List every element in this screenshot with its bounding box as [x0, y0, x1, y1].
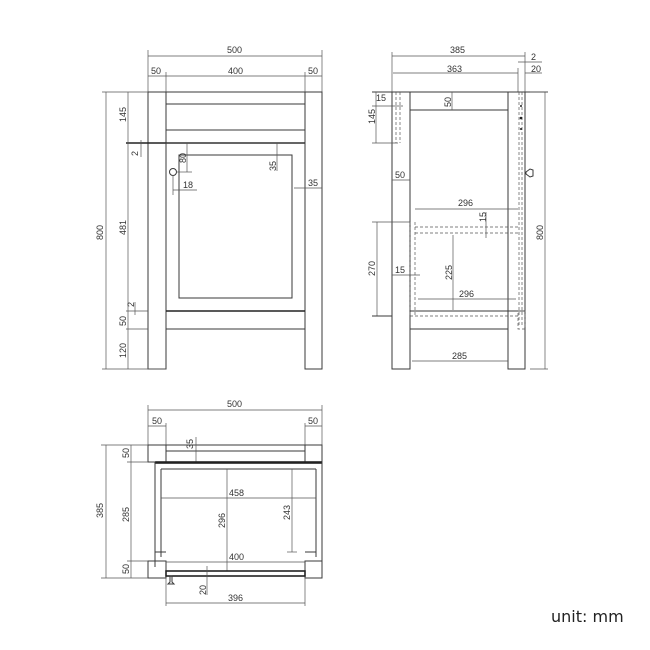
top-view: 500 50 50 35 243 458 296 400 [95, 399, 323, 606]
front-bottom-rail-dim: 50 [118, 316, 128, 326]
top-inner-width-dim: 458 [229, 488, 244, 498]
top-inner-depth-dim: 285 [121, 507, 131, 522]
top-door-width-dim: 396 [228, 593, 243, 603]
top-left-leg-dim: 50 [152, 416, 162, 426]
front-height-dim: 800 [95, 225, 105, 240]
side-leg-dim: 50 [395, 170, 405, 180]
front-door-height-dim: 481 [118, 220, 128, 235]
front-handle-v-dim: 80 [178, 153, 188, 163]
top-right-leg-dim: 50 [308, 416, 318, 426]
front-view: 500 50 400 50 80 18 35 35 [95, 45, 323, 370]
side-door-thickness-dim: 20 [531, 64, 541, 74]
front-frame-top-dim: 35 [268, 161, 278, 171]
top-front-inner-dim: 400 [229, 552, 244, 562]
side-height-dim: 800 [535, 225, 545, 240]
side-depth-dim: 385 [450, 45, 465, 55]
door-knob-icon [169, 168, 177, 176]
front-gap-bottom-dim: 2 [126, 302, 136, 307]
side-view: 385 2 363 20 15 145 50 50 296 [367, 45, 548, 370]
side-shelf-clearance-dim: 225 [444, 265, 454, 280]
top-depth-dim: 385 [95, 503, 105, 518]
top-back-rail-dim: 35 [185, 439, 195, 449]
front-gap-top-dim: 2 [130, 151, 140, 156]
unit-label: unit: mm [551, 607, 624, 626]
front-width-dim: 500 [227, 45, 242, 55]
top-knob-icon [166, 575, 176, 585]
side-bottom-rail-dim: 285 [452, 351, 467, 361]
front-inner-width-dim: 400 [228, 66, 243, 76]
side-shelf-depth-bottom-dim: 296 [459, 289, 474, 299]
side-top-rail-dim: 50 [443, 97, 453, 107]
side-shelf-height-dim: 270 [367, 261, 377, 276]
front-right-leg-dim: 50 [308, 66, 318, 76]
top-width-dim: 500 [227, 399, 242, 409]
top-back-leg-dim: 50 [121, 448, 131, 458]
top-shelf-depth-dim: 296 [217, 513, 227, 528]
top-front-leg-dim: 50 [121, 564, 131, 574]
side-knob-icon [525, 168, 534, 178]
front-top-rail-dim: 145 [118, 107, 128, 122]
front-handle-h-dim: 18 [183, 180, 193, 190]
side-shelf-thickness-dim: 15 [478, 212, 488, 222]
side-shelf-depth-top-dim: 296 [458, 198, 473, 208]
side-door-gap-dim: 2 [531, 52, 536, 62]
side-top-height-dim: 145 [367, 109, 377, 124]
front-leg-clearance-dim: 120 [118, 343, 128, 358]
side-inner-depth-dim: 363 [447, 64, 462, 74]
top-side-depth-dim: 243 [282, 505, 292, 520]
side-bottom-panel-dim: 15 [395, 265, 405, 275]
front-frame-side-dim: 35 [308, 178, 318, 188]
front-left-leg-dim: 50 [151, 66, 161, 76]
side-back-panel-dim: 15 [376, 93, 386, 103]
top-door-offset-dim: 20 [198, 585, 208, 595]
